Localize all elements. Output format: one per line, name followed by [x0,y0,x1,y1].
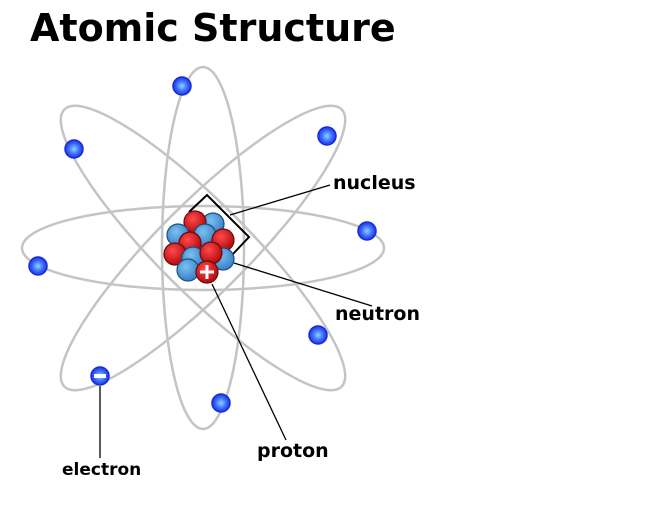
orbits [20,65,386,431]
minus-icon [94,374,106,378]
electron [28,256,48,276]
electron-label: electron [62,460,142,480]
electron [308,325,328,345]
proton-label: proton [257,440,329,462]
leader-lines [99,184,373,458]
electrons [28,76,377,413]
orbit-horizontal [20,204,386,292]
nucleus [163,210,235,284]
orbit-diagonal-1 [59,104,347,392]
nucleus-bracket [188,193,251,255]
electron [64,139,84,159]
orbit-diagonal-2 [59,104,347,392]
orbit-vertical [160,65,246,431]
nucleus-label: nucleus [333,172,416,194]
electron [357,221,377,241]
neutron-label: neutron [335,303,420,325]
electron [172,76,192,96]
electron [211,393,231,413]
page-title: Atomic Structure [30,6,396,50]
electron [317,126,337,146]
plus-icon [200,265,214,279]
